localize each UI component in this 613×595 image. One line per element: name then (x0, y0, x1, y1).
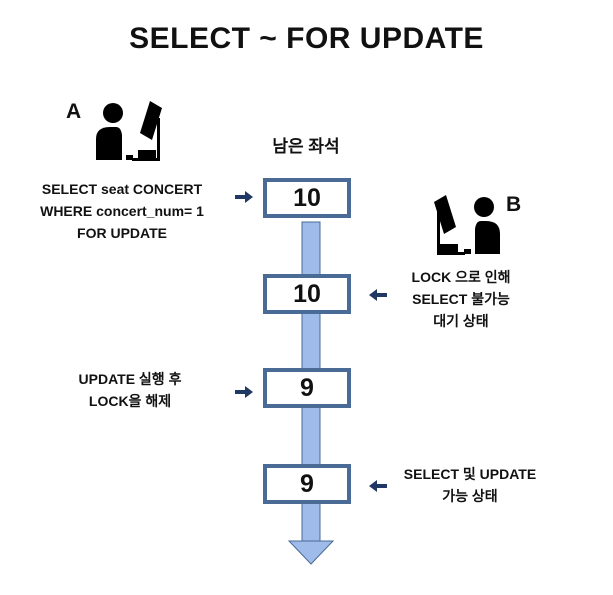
seat-count-box-step2: 10 (263, 274, 351, 314)
step1-note-line: WHERE concert_num= 1 (40, 203, 204, 219)
step2-note-line: 대기 상태 (433, 313, 489, 329)
step4-note-line: 가능 상태 (442, 488, 498, 504)
user-b-label: B (506, 193, 522, 216)
step4-note-line: SELECT 및 UPDATE (403, 466, 537, 482)
step2-note-line: SELECT 불가능 (412, 291, 510, 307)
step2-note-line: LOCK 으로 인해 (411, 269, 511, 285)
step3-note-line: LOCK을 해제 (88, 393, 172, 409)
remaining-seats-label: 남은 좌석 (272, 137, 340, 156)
step1-note-line: SELECT seat CONCERT (41, 181, 203, 197)
step2-note: LOCK 으로 인해 SELECT 불가능 대기 상태 (396, 266, 526, 332)
step3-note: UPDATE 실행 후 LOCK을 해제 (55, 368, 205, 412)
seat-count-box-step4: 9 (263, 464, 351, 504)
user-b-icon (434, 195, 500, 255)
user-a-label: A (66, 100, 82, 123)
pointer-arrow-step1 (235, 191, 253, 203)
step1-note: SELECT seat CONCERT WHERE concert_num= 1… (22, 178, 222, 244)
pointer-arrow-step2 (369, 289, 387, 301)
step1-note-line: FOR UPDATE (77, 225, 167, 241)
seat-count-box-step3: 9 (263, 368, 351, 408)
step3-note-line: UPDATE 실행 후 (78, 371, 182, 387)
pointer-arrow-step3 (235, 386, 253, 398)
user-a-icon (96, 101, 162, 161)
step4-note: SELECT 및 UPDATE 가능 상태 (390, 463, 550, 507)
seat-count-box-step1: 10 (263, 178, 351, 218)
diagram-title: SELECT ~ FOR UPDATE (129, 22, 484, 55)
pointer-arrow-step4 (369, 480, 387, 492)
